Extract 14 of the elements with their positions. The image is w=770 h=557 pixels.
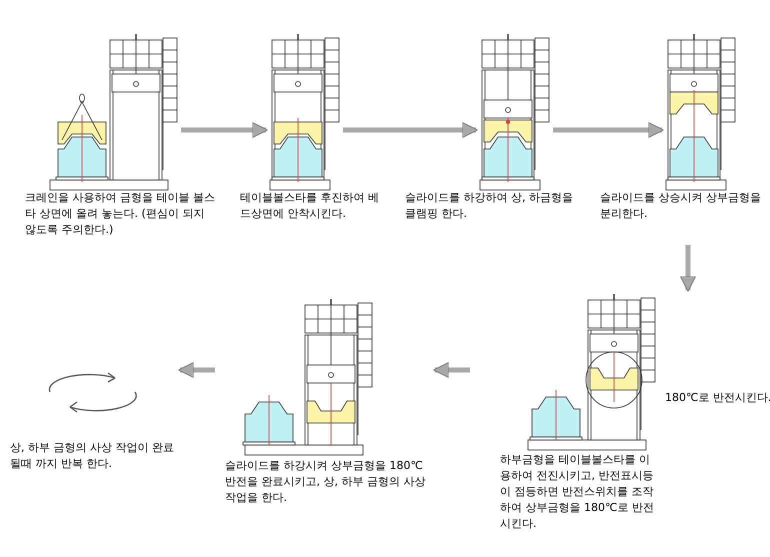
step-caption: 슬라이드를 하강하여 상, 하금형을 클램핑 한다. bbox=[405, 190, 574, 222]
flow-arrow bbox=[343, 122, 478, 138]
flow-arrow bbox=[181, 122, 268, 138]
step-caption: 테이블볼스타를 후진하여 베드상면에 안착시킨다. bbox=[240, 190, 380, 222]
step-caption: 슬라이드를 상승시켜 상부금형을 분리한다. bbox=[600, 190, 762, 222]
step-caption: 상, 하부 금형의 사상 작업이 완료 될때 까지 반복 한다. bbox=[10, 440, 175, 472]
step-note: 180℃로 반전시킨다. bbox=[665, 390, 770, 406]
flow-arrow bbox=[680, 245, 696, 292]
flow-arrow bbox=[178, 362, 215, 378]
flow-arrow bbox=[433, 362, 470, 378]
step-caption: 슬라이드를 하강시켜 상부금형을 180℃ 반전을 완료시키고, 상, 하부 금형의 사상작업을 한다. bbox=[225, 458, 426, 506]
step-caption: 크레인을 사용하여 금형을 테이블 볼스타 상면에 올려 놓는다. (편심이 되지 않도록 주의한다.) bbox=[25, 190, 215, 238]
step-caption: 하부금형을 테이블볼스타를 이용하여 전진시키고, 반전표시등이 점등하면 반전스위치를 조작하여 상부금형을 180℃로 반전시킨다. bbox=[500, 452, 655, 532]
flow-arrow bbox=[553, 122, 664, 138]
